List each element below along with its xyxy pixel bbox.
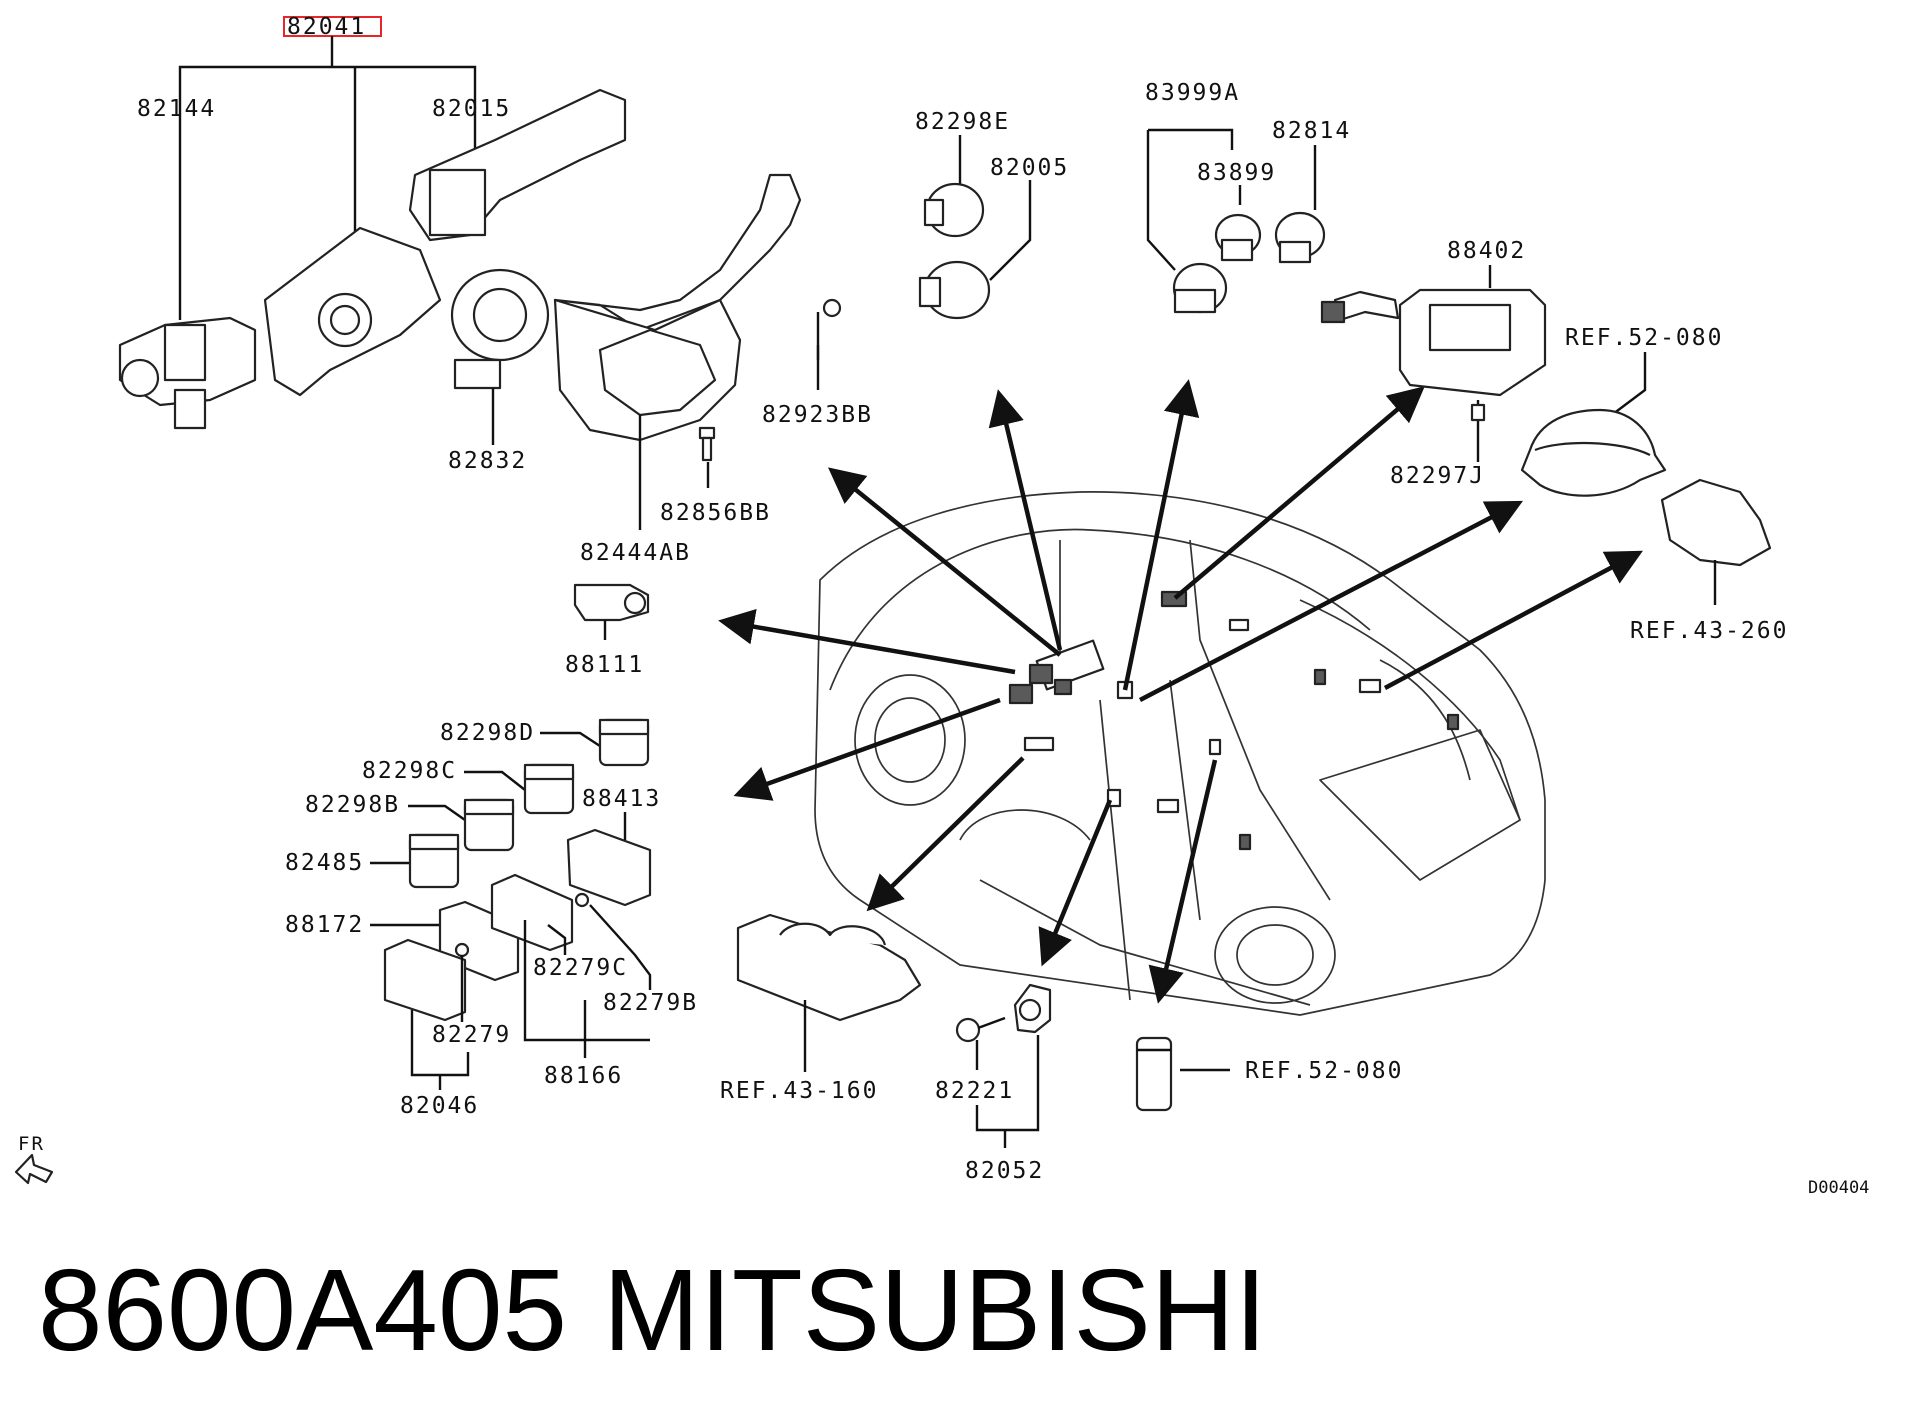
label-82005: 82005 <box>990 155 1069 181</box>
lower-parts: REF.43-160 82221 82052 REF.52-080 <box>720 913 1403 1184</box>
label-82856BB: 82856BB <box>660 500 771 526</box>
diagram-code: D00404 <box>1808 1178 1869 1198</box>
label-82298B: 82298B <box>305 792 400 818</box>
label-82832: 82832 <box>448 448 527 474</box>
label-82298D: 82298D <box>440 720 535 746</box>
front-arrow-icon <box>14 1153 54 1185</box>
label-82221: 82221 <box>935 1078 1014 1104</box>
label-82015: 82015 <box>432 96 511 122</box>
label-82144: 82144 <box>137 96 216 122</box>
brand-name: MITSUBISHI <box>603 1245 1267 1375</box>
label-83899: 83899 <box>1197 160 1276 186</box>
label-ref-52-080-a: REF.52-080 <box>1565 325 1723 351</box>
label-88172: 88172 <box>285 912 364 938</box>
switch-panel-group: 88111 82298D 82298C 82298B 88413 82485 8… <box>285 583 698 1119</box>
label-83999A: 83999A <box>1145 80 1240 106</box>
label-82279B: 82279B <box>603 990 698 1016</box>
label-82485: 82485 <box>285 850 364 876</box>
label-ref-43-160: REF.43-160 <box>720 1078 878 1104</box>
vehicle-outline <box>814 491 1546 1016</box>
label-82814: 82814 <box>1272 118 1351 144</box>
label-88166: 88166 <box>544 1063 623 1089</box>
front-indicator: FR <box>14 1133 54 1185</box>
label-82046: 82046 <box>400 1093 479 1119</box>
label-82052: 82052 <box>965 1158 1044 1184</box>
paddle-shifter-icon <box>553 173 802 332</box>
label-82297J: 82297J <box>1390 463 1485 489</box>
label-88111: 88111 <box>565 652 644 678</box>
label-ref-43-260: REF.43-260 <box>1630 618 1788 644</box>
control-unit-group: 88402 82297J REF.52-080 REF.43-260 <box>1320 238 1788 644</box>
label-88402: 88402 <box>1447 238 1526 264</box>
label-82298E: 82298E <box>915 109 1010 135</box>
label-82279C: 82279C <box>533 955 628 981</box>
upper-switches: 82298E 82005 83999A 83899 82814 <box>915 80 1351 320</box>
label-88413: 88413 <box>582 786 661 812</box>
part-number: 8600A405 <box>38 1245 567 1375</box>
label-82279: 82279 <box>432 1022 511 1048</box>
label-82298C: 82298C <box>362 758 457 784</box>
speaker-icon <box>1520 408 1667 497</box>
label-82444AB: 82444AB <box>580 540 691 566</box>
lamp-ref-52-080-icon <box>1135 1036 1173 1112</box>
switch-82046-icon <box>383 938 467 1022</box>
switch-88413-icon <box>566 828 652 907</box>
switch-88166-icon <box>490 873 574 952</box>
location-arrows <box>718 379 1643 1004</box>
label-ref-52-080-b: REF.52-080 <box>1245 1058 1403 1084</box>
label-82041: 82041 <box>287 14 366 40</box>
ref-43-160-unit-icon <box>736 913 922 1022</box>
footer: 8600A405 MITSUBISHI <box>0 1240 1907 1380</box>
ref-43-260-unit-icon <box>1660 478 1772 567</box>
screw-82221-icon <box>955 1017 981 1043</box>
label-fr: FR <box>18 1133 45 1155</box>
label-82923BB: 82923BB <box>762 402 873 428</box>
steering-column-group: 82041 82144 82015 82832 82444AB <box>118 14 873 566</box>
